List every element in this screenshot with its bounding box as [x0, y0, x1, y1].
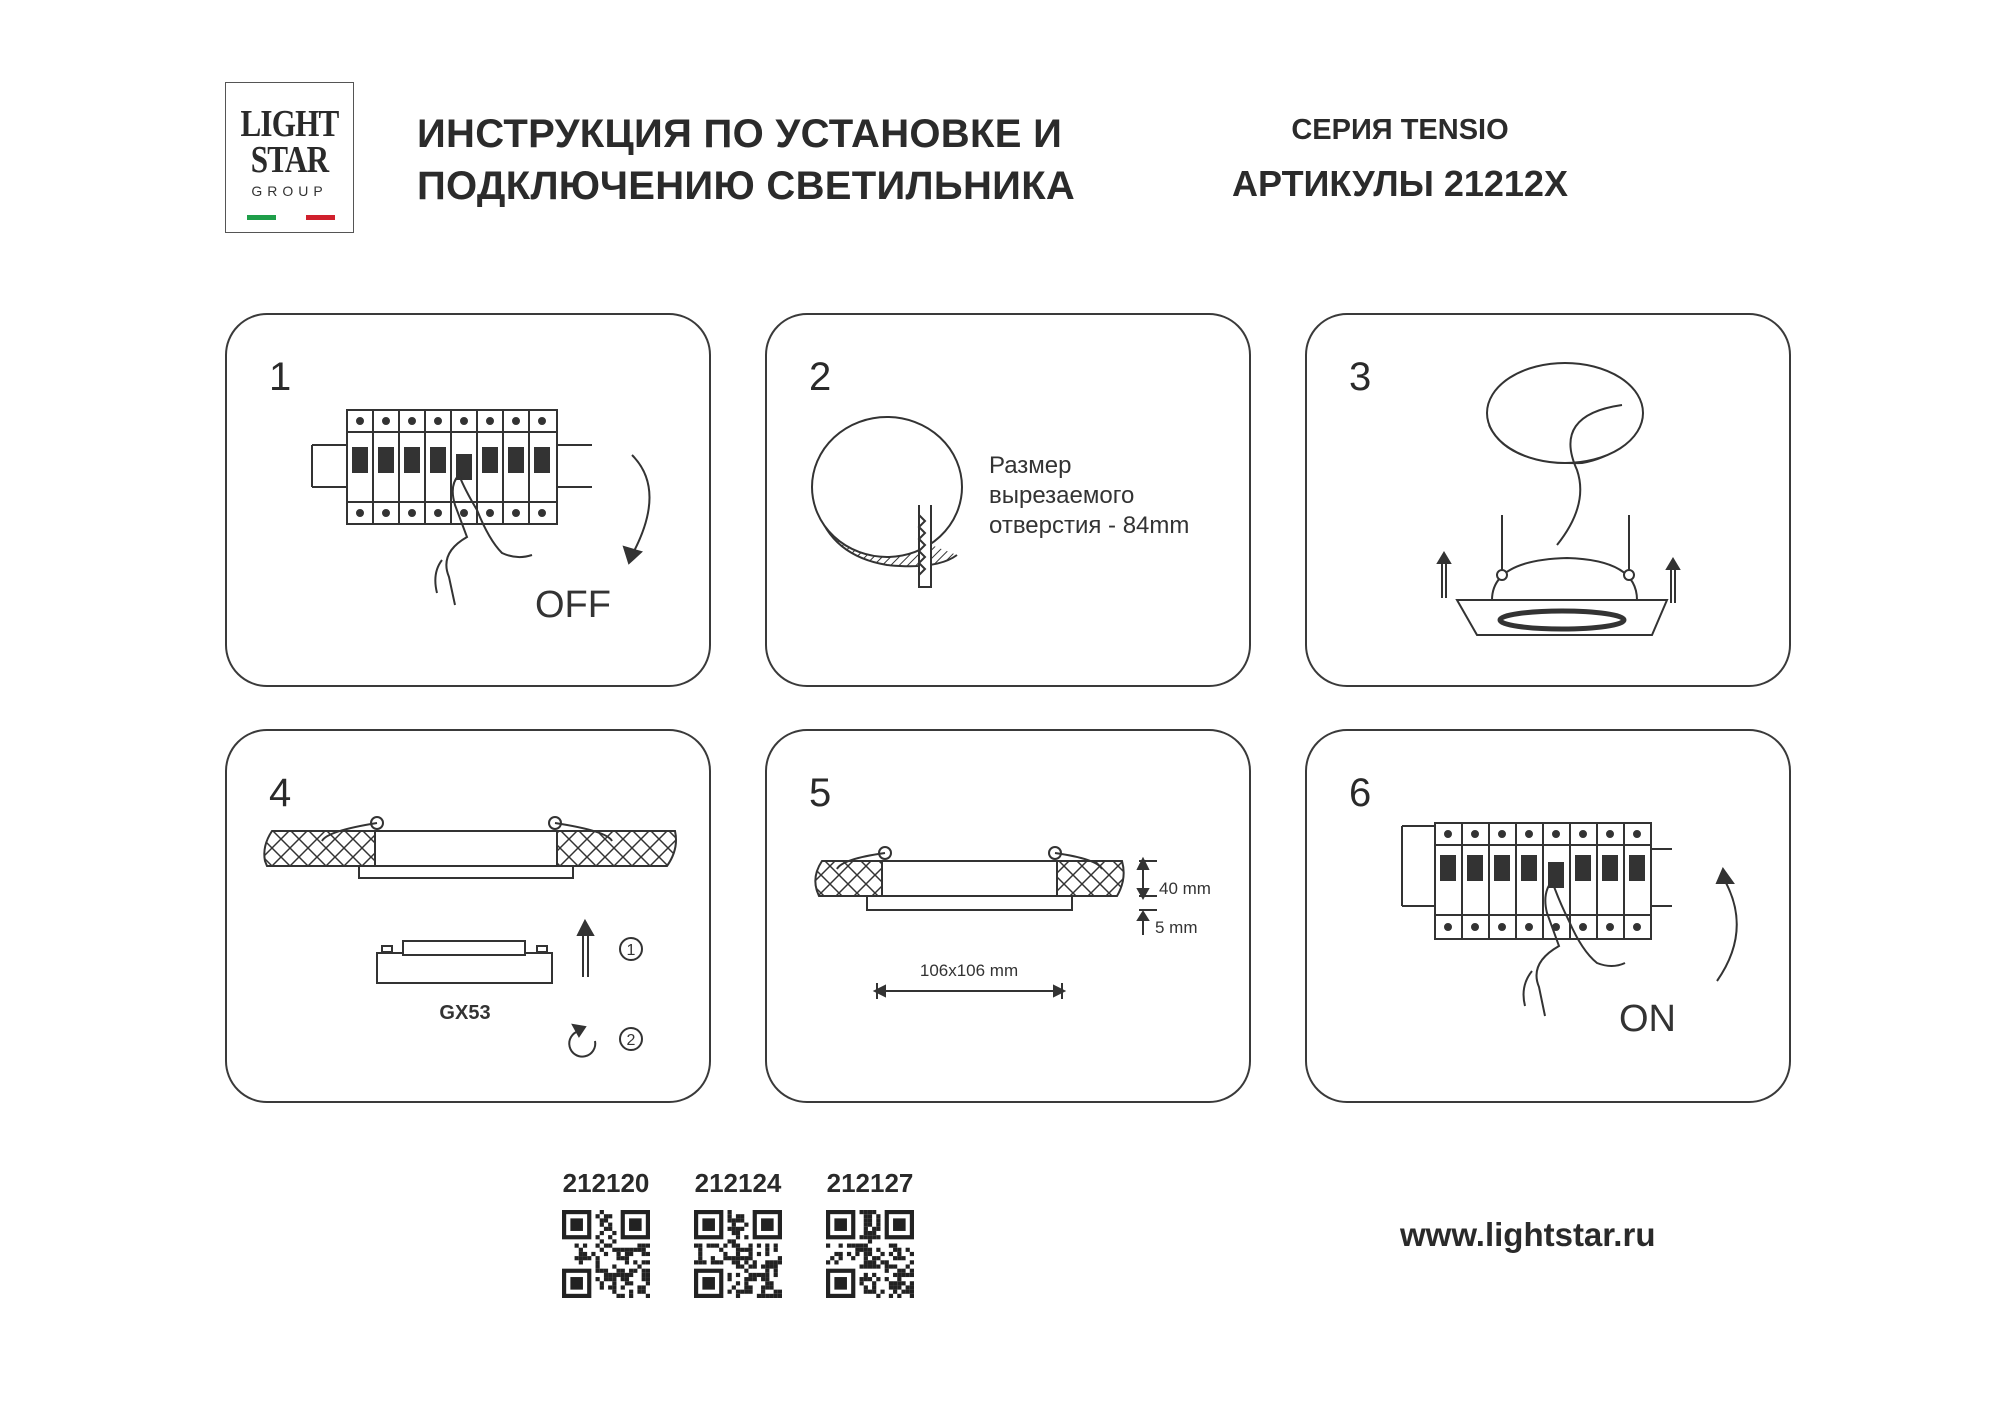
logo-line-3: GROUP [251, 183, 328, 199]
title-line-1: ИНСТРУКЦИЯ ПО УСТАНОВКЕ И [417, 112, 1063, 156]
step-number: 3 [1349, 355, 1372, 399]
step-panel-3: 3 [1305, 313, 1791, 687]
step-panel-2: 2 Размер вырезаемого отверстия - 84mm [765, 313, 1251, 687]
step-panel-5: 5 40 mm 5 mm 106x106 mm [765, 729, 1251, 1103]
qr-label-212127: 212127 [826, 1168, 914, 1198]
step-number: 1 [269, 355, 292, 399]
step-panel-6: 6 [1305, 729, 1791, 1103]
qr-label-212124: 212124 [694, 1168, 782, 1198]
step-panel-4: 4 1 2 GX53 [225, 729, 711, 1103]
logo-line-2: STAR [250, 139, 329, 181]
breaker-off-illustration: OFF [311, 409, 651, 626]
ceiling-cutout-illustration: Размер вырезаемого отверстия - 84mm [811, 416, 1189, 588]
step-number: 4 [269, 771, 292, 815]
step-number: 6 [1349, 771, 1372, 815]
lamp-type-label: GX53 [439, 1002, 490, 1024]
articles-label: АРТИКУЛЫ 21212X [1232, 163, 1568, 204]
breaker-on-illustration: ON [1401, 822, 1738, 1040]
brand-logo: LIGHT STAR GROUP [225, 82, 354, 233]
step-number: 5 [809, 771, 832, 815]
step-1-marker: 1 [627, 942, 636, 959]
lamp-install-illustration: 1 2 GX53 [263, 816, 677, 1058]
cutout-text-1: Размер [989, 452, 1072, 479]
fixture-spring-illustration [1436, 362, 1681, 636]
offset-dimension: 5 mm [1155, 918, 1198, 937]
step-2-marker: 2 [627, 1032, 636, 1049]
cutout-text-2: вырезаемого [989, 482, 1134, 509]
website-link[interactable]: www.lightstar.ru [1400, 1216, 1656, 1253]
height-dimension: 40 mm [1159, 879, 1211, 898]
dimensions-illustration: 40 mm 5 mm 106x106 mm [814, 846, 1211, 999]
document-title: ИНСТРУКЦИЯ ПО УСТАНОВКЕ И ПОДКЛЮЧЕНИЮ СВ… [417, 108, 1075, 212]
on-label: ON [1619, 998, 1676, 1040]
size-dimension: 106x106 mm [920, 961, 1018, 980]
off-label: OFF [535, 584, 611, 626]
qr-code-212120[interactable] [562, 1210, 650, 1298]
series-label: СЕРИЯ TENSIO [1291, 114, 1509, 146]
title-line-2: ПОДКЛЮЧЕНИЮ СВЕТИЛЬНИКА [417, 164, 1076, 208]
cutout-text-3: отверстия - 84mm [989, 512, 1189, 539]
italian-flag-icon [247, 207, 335, 220]
qr-label-212120: 212120 [562, 1168, 650, 1198]
logo-line-1: LIGHT [240, 103, 339, 145]
step-panel-1: 1 [225, 313, 711, 687]
qr-code-212127[interactable] [826, 1210, 914, 1298]
qr-code-212124[interactable] [694, 1210, 782, 1298]
step-number: 2 [809, 355, 832, 399]
